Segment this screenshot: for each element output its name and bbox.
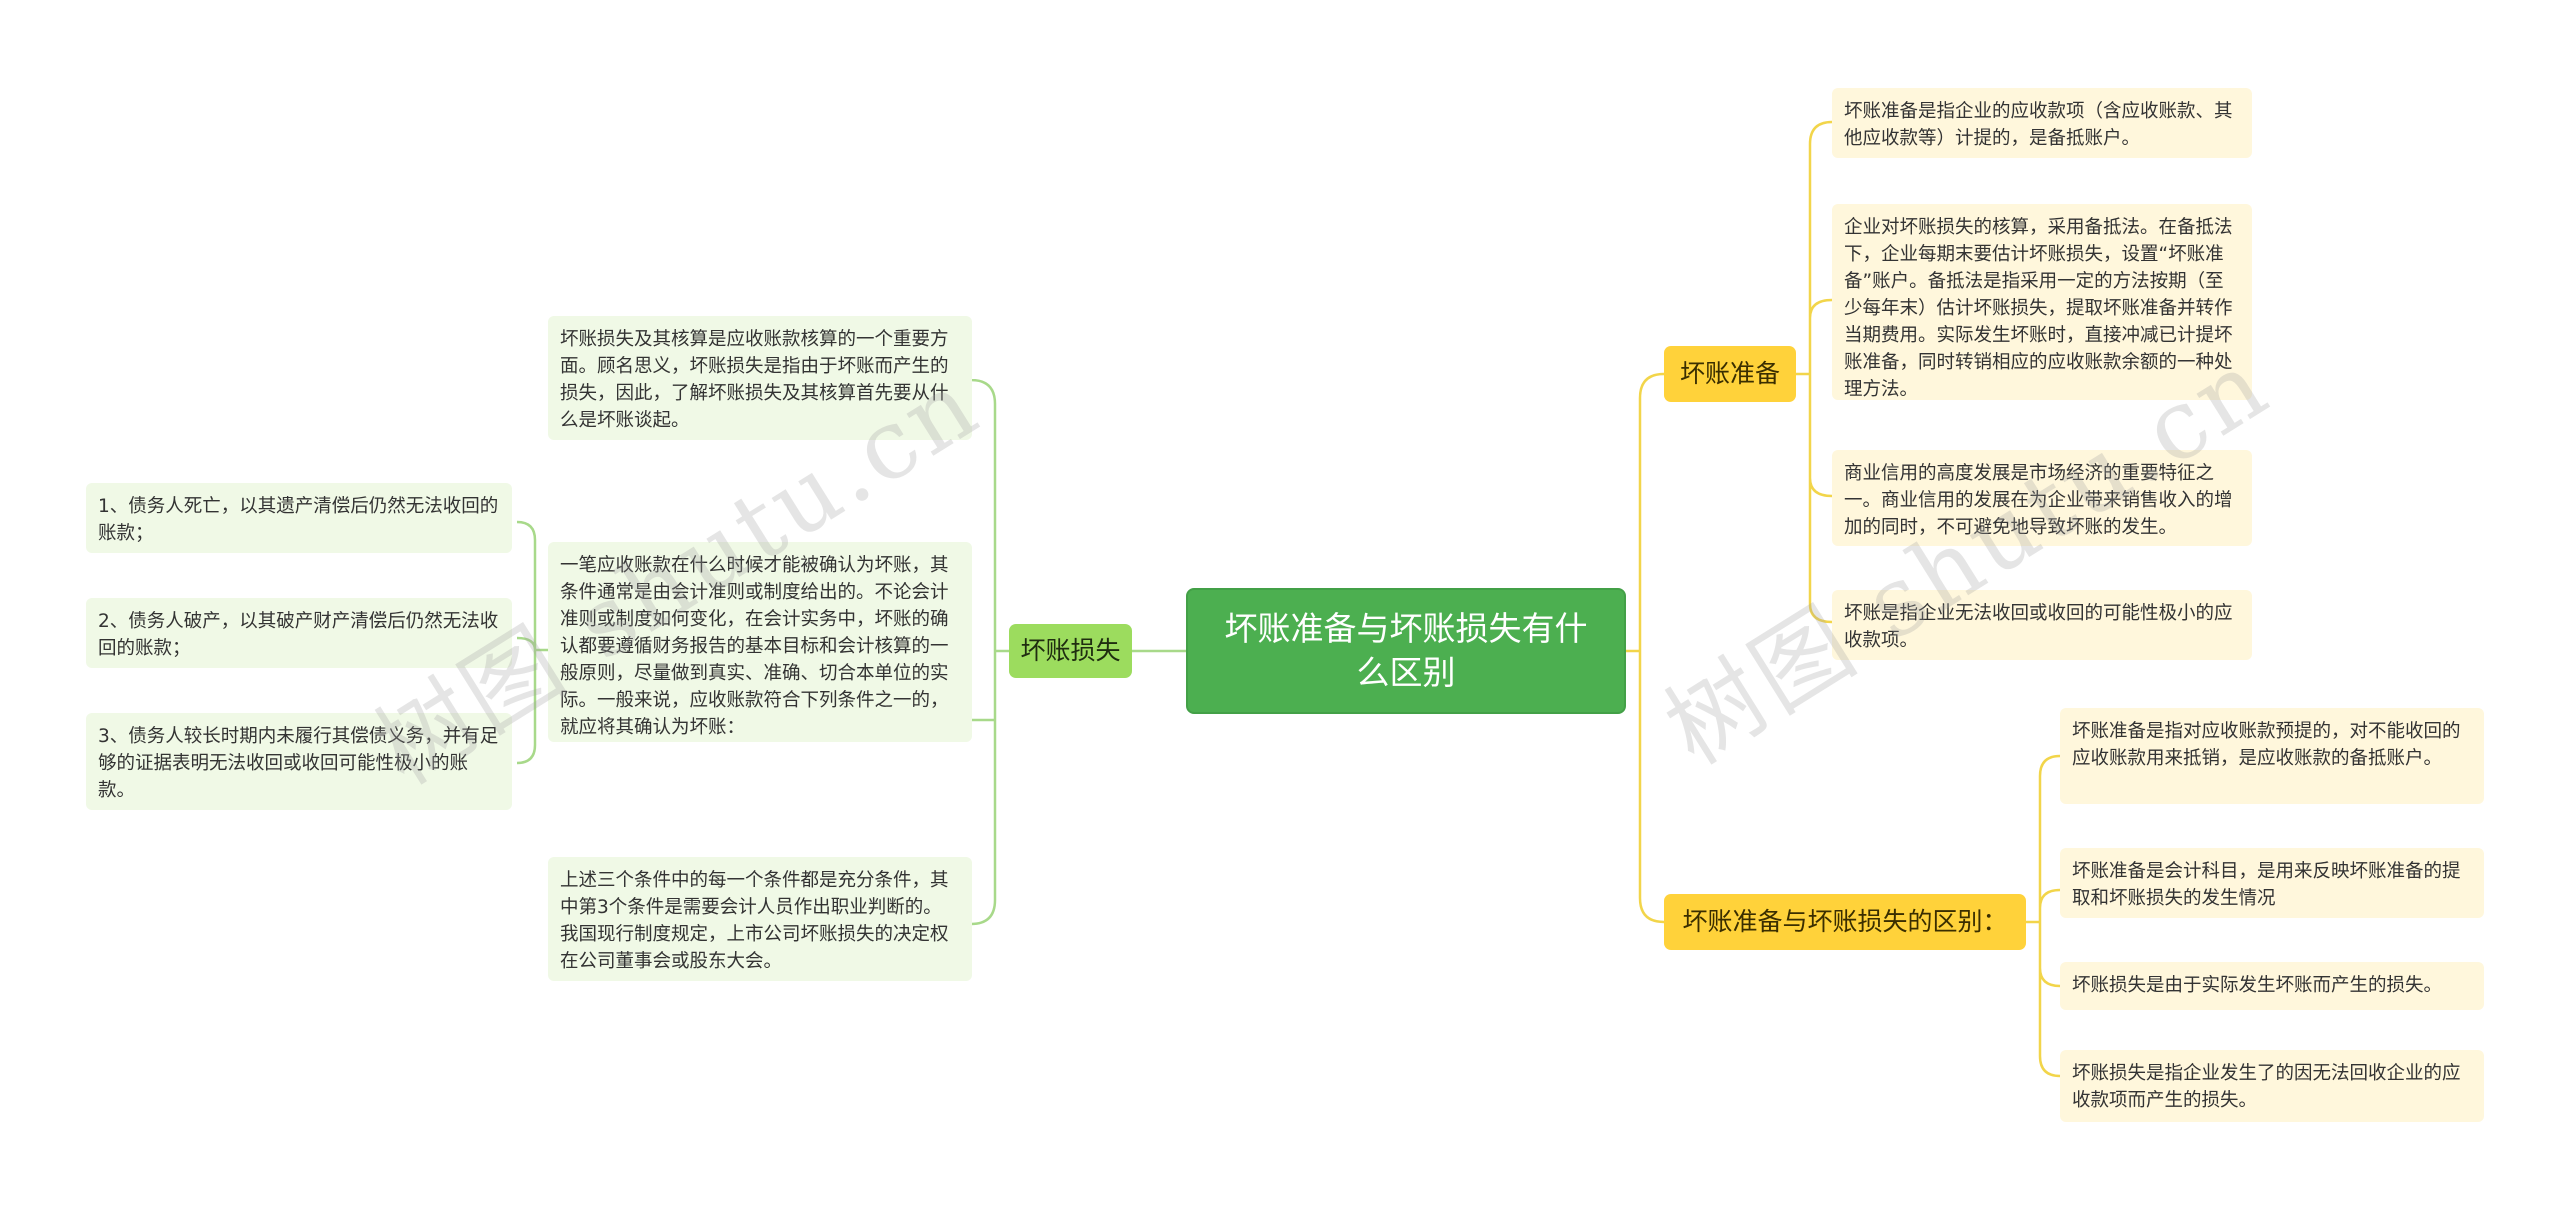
leaf-commercial-credit[interactable]: 商业信用的高度发展是市场经济的重要特征之一。商业信用的发展在为企业带来销售收入的… [1832, 450, 2252, 546]
leaf-difference[interactable]: 坏账损失是由于实际发生坏账而产生的损失。 [2060, 962, 2484, 1010]
connector-provision-leaves [1796, 120, 1833, 624]
connector-difference-leaves [2026, 754, 2061, 1078]
leaf-bad-debt-definition[interactable]: 坏账是指企业无法收回或收回的可能性极小的应收款项。 [1832, 590, 2252, 660]
leaf-provision-definition[interactable]: 坏账准备是指企业的应收款项（含应收账款、其他应收款等）计提的，是备抵账户。 [1832, 88, 2252, 158]
branch-difference[interactable]: 坏账准备与坏账损失的区别： [1664, 894, 2026, 950]
condition-item[interactable]: 1、债务人死亡，以其遗产清偿后仍然无法收回的账款； [86, 483, 512, 553]
leaf-loss-confirmation[interactable]: 一笔应收账款在什么时候才能被确认为坏账，其条件通常是由会计准则或制度给出的。不论… [548, 542, 972, 742]
leaf-loss-intro[interactable]: 坏账损失及其核算是应收账款核算的一个重要方面。顾名思义，坏账损失是指由于坏账而产… [548, 316, 972, 440]
leaf-provision-method[interactable]: 企业对坏账损失的核算，采用备抵法。在备抵法下，企业每期末要估计坏账损失，设置“坏… [1832, 204, 2252, 400]
connector-root-right [1626, 372, 1665, 924]
leaf-difference[interactable]: 坏账准备是会计科目，是用来反映坏账准备的提取和坏账损失的发生情况 [2060, 848, 2484, 918]
branch-bad-debt-loss[interactable]: 坏账损失 [1009, 624, 1132, 678]
condition-item[interactable]: 3、债务人较长时期内未履行其偿债义务，并有足够的证据表明无法收回或收回可能性极小… [86, 713, 512, 810]
root-node[interactable]: 坏账准备与坏账损失有什么区别 [1186, 588, 1626, 714]
leaf-difference[interactable]: 坏账准备是指对应收账款预提的，对不能收回的应收账款用来抵销，是应收账款的备抵账户… [2060, 708, 2484, 804]
connector-conditions [516, 520, 548, 765]
leaf-difference[interactable]: 坏账损失是指企业发生了的因无法回收企业的应收款项而产生的损失。 [2060, 1050, 2484, 1122]
condition-item[interactable]: 2、债务人破产，以其破产财产清偿后仍然无法收回的账款； [86, 598, 512, 668]
branch-bad-debt-provision[interactable]: 坏账准备 [1664, 346, 1796, 402]
leaf-loss-conditions-note[interactable]: 上述三个条件中的每一个条件都是充分条件，其中第3个条件是需要会计人员作出职业判断… [548, 857, 972, 981]
connector-loss-leaves [970, 378, 1009, 926]
